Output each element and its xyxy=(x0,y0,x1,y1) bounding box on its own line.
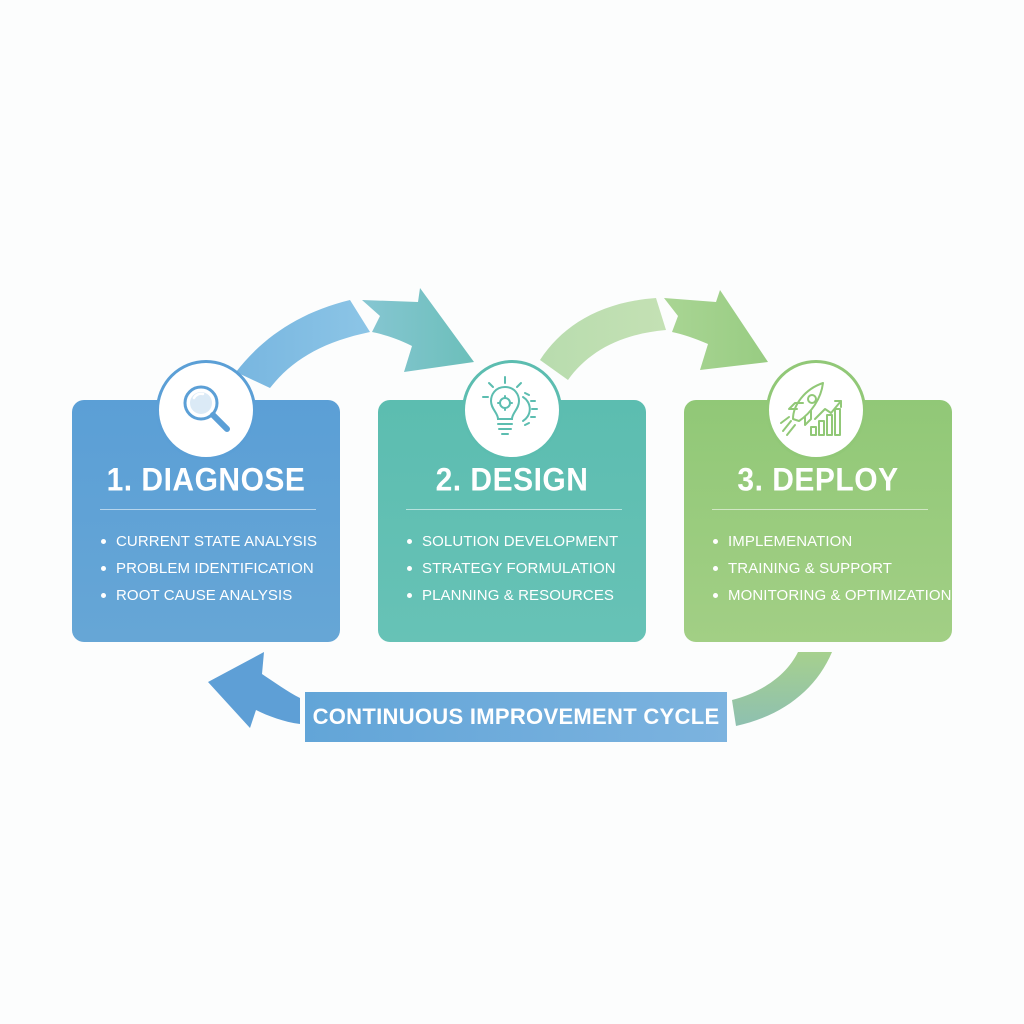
step-item-list: SOLUTION DEVELOPMENT STRATEGY FORMULATIO… xyxy=(406,528,638,609)
list-item: ROOT CAUSE ANALYSIS xyxy=(100,582,332,609)
arrow-return-to-diagnose xyxy=(208,652,300,728)
diagnose-icon-badge xyxy=(156,360,256,460)
cycle-label: CONTINUOUS IMPROVEMENT CYCLE xyxy=(305,692,727,742)
list-item: TRAINING & SUPPORT xyxy=(712,555,944,582)
arrow-deploy-return xyxy=(732,652,832,726)
list-item: IMPLEMENATION xyxy=(712,528,944,555)
list-item: CURRENT STATE ANALYSIS xyxy=(100,528,332,555)
rocket-growth-icon xyxy=(780,382,842,436)
arrow-diagnose-to-design-1 xyxy=(236,300,370,388)
divider xyxy=(712,509,928,510)
design-icon-badge xyxy=(462,360,562,460)
step-item-list: CURRENT STATE ANALYSIS PROBLEM IDENTIFIC… xyxy=(100,528,332,609)
arrow-design-to-deploy-2 xyxy=(664,290,768,370)
lightbulb-gear-icon xyxy=(482,376,538,435)
arrow-diagnose-to-design-2 xyxy=(362,288,474,372)
list-item: PROBLEM IDENTIFICATION xyxy=(100,555,332,582)
step-card-diagnose: 1. DIAGNOSE CURRENT STATE ANALYSIS PROBL… xyxy=(72,400,340,642)
step-title: 2. DESIGN xyxy=(435,462,589,499)
step-title: 3. DEPLOY xyxy=(737,462,899,499)
list-item: STRATEGY FORMULATION xyxy=(406,555,638,582)
list-item: MONITORING & OPTIMIZATION xyxy=(712,582,952,609)
deploy-icon-badge xyxy=(766,360,866,460)
step-title: 1. DIAGNOSE xyxy=(106,462,306,499)
step-card-deploy: 3. DEPLOY IMPLEMENATION TRAINING & SUPPO… xyxy=(684,400,952,642)
magnifier-icon xyxy=(183,385,230,432)
list-item: PLANNING & RESOURCES xyxy=(406,582,638,609)
list-item: SOLUTION DEVELOPMENT xyxy=(406,528,638,555)
divider xyxy=(100,509,316,510)
divider xyxy=(406,509,622,510)
step-item-list: IMPLEMENATION TRAINING & SUPPORT MONITOR… xyxy=(712,528,952,609)
arrow-design-to-deploy-1 xyxy=(540,298,666,380)
